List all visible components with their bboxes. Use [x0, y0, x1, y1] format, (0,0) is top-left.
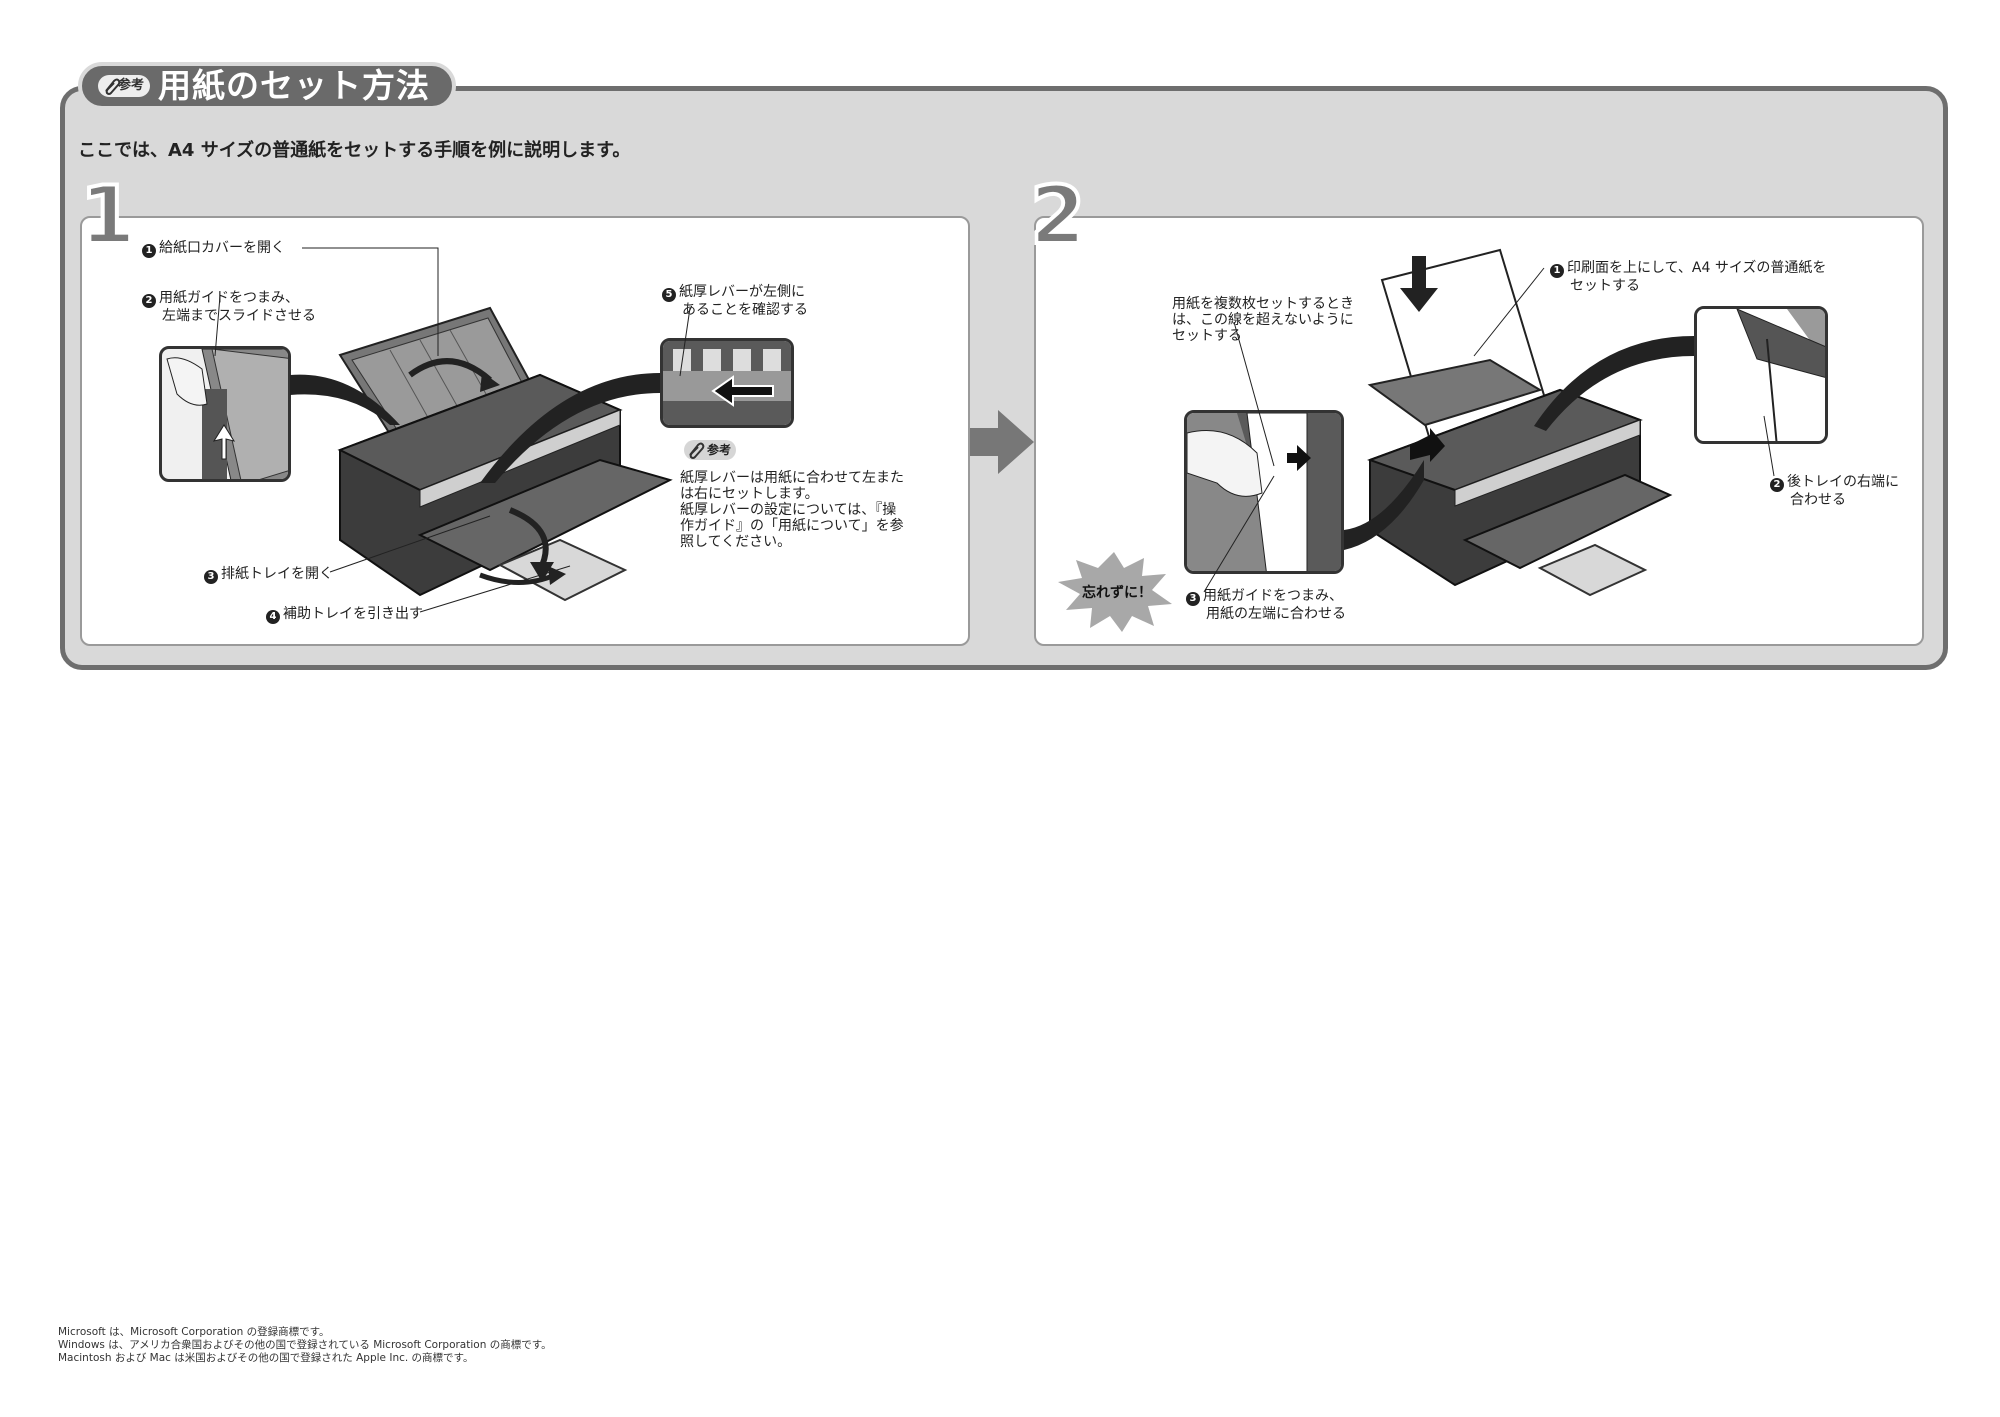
inset-paper-guide: [159, 346, 291, 482]
paperclip-icon: [105, 78, 121, 95]
note-reference-badge: 参考: [684, 440, 736, 460]
connector-step1-right: [480, 373, 660, 483]
connector-step2-left: [1344, 460, 1424, 550]
down-arrow-icon: [1400, 256, 1438, 312]
printer-illustration-step2: [1367, 248, 1673, 597]
inset-rear-tray-right: [1694, 306, 1828, 444]
thickness-lever-illustration: [663, 341, 791, 425]
step2-number: 2: [1028, 169, 1088, 262]
multi-sheet-note: 用紙を複数枚セットするとき は、この線を超えないように セットする: [1172, 296, 1354, 344]
step1-number: 1: [78, 169, 138, 262]
next-step-arrow-icon: [970, 410, 1034, 474]
intro-text: ここでは、A4 サイズの普通紙をセットする手順を例に説明します。: [78, 140, 631, 161]
page-title: 用紙のセット方法: [158, 66, 430, 105]
reference-badge: 参考: [98, 75, 150, 97]
hand-on-guide-illustration: [166, 349, 288, 479]
paperclip-icon: [689, 442, 705, 459]
rear-tray-right-illustration: [1697, 309, 1825, 441]
thickness-lever-note: 紙厚レバーは用紙に合わせて左また は右にセットします。 紙厚レバーの設定について…: [680, 470, 904, 550]
connector-step2-right: [1534, 336, 1694, 431]
leader-lines-step2: [1203, 267, 1775, 593]
leader-lines-step1: [214, 247, 691, 613]
connector-step1-left: [290, 374, 400, 425]
inset-thickness-lever: [660, 338, 794, 428]
reminder-text: 忘れずに！: [1082, 585, 1152, 601]
trademark-footer: Microsoft は、Microsoft Corporation の登録商標で…: [58, 1326, 552, 1364]
reminder-starburst-icon: [1058, 552, 1172, 632]
